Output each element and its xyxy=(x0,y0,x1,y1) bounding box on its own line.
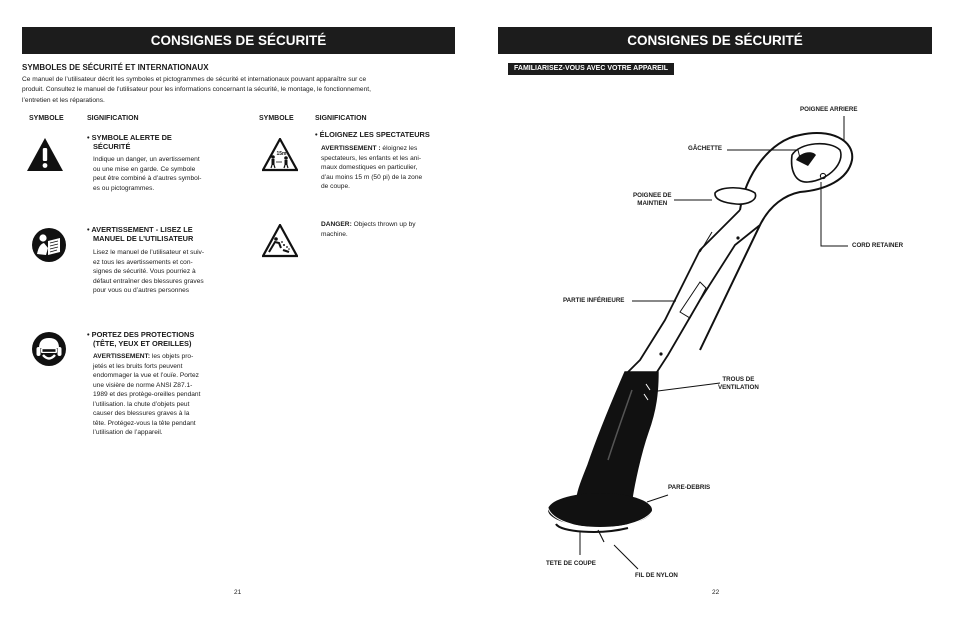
entry-body-line: AVERTISSEMENT: les objets pro- xyxy=(93,352,200,362)
entry-body-text: les objets pro- xyxy=(150,353,194,360)
intro-line: produit. Consultez le manuel de l’utilis… xyxy=(22,86,371,94)
entry-title-line: • ÉLOIGNEZ LES SPECTATEURS xyxy=(315,130,430,139)
head-protection-icon xyxy=(31,331,67,367)
entry-body-line: une visière de norme ANSI Z87.1- xyxy=(93,381,193,389)
label-line: VENTILATION xyxy=(718,384,759,391)
entry-body-line: défaut entraîner des blessures graves xyxy=(93,277,204,285)
warning-triangle-icon xyxy=(26,136,64,174)
entry-body-line: ou une mise en garde. Ce symbole xyxy=(93,165,196,173)
page-number-right: 22 xyxy=(712,589,720,596)
label-line: POIGNEE DE xyxy=(633,192,672,199)
entry-title-line: • AVERTISSEMENT - LISEZ LE xyxy=(87,225,193,234)
page-banner-right: CONSIGNES DE SÉCURITÉ xyxy=(498,27,932,54)
label-cutting-head: TETE DE COUPE xyxy=(546,560,596,567)
column-header-symbole: SYMBOLE xyxy=(29,115,64,122)
entry-body-line: ez tous les avertissements et con- xyxy=(93,258,193,266)
label-lower-part: PARTIE INFÉRIEURE xyxy=(563,297,625,304)
entry-title-protection: • PORTEZ DES PROTECTIONS (TÊTE, YEUX ET … xyxy=(87,330,194,348)
entry-body-line: causer des blessures graves à la xyxy=(93,410,190,417)
entry-body-line: l’utilisation. la chute d’objets peut xyxy=(93,400,190,408)
page-banner-left: CONSIGNES DE SÉCURITÉ xyxy=(22,27,455,54)
entry-body-read-manual: Lisez le manuel de l’utilisateur et suiv… xyxy=(93,248,204,296)
warning-label: AVERTISSEMENT: xyxy=(93,353,151,360)
entry-body-line: endommager la vue et l’ouïe. Portez xyxy=(93,372,199,379)
entry-body-thrown-objects: DANGER: Objects thrown up by machine. xyxy=(321,220,416,239)
entry-body-protection: AVERTISSEMENT: les objets pro- jetés et … xyxy=(93,352,200,438)
column-header-symbole-2: SYMBOLE xyxy=(259,115,294,122)
intro-line: l’entretien et les réparations. xyxy=(22,96,105,104)
entry-body-line: pour vous ou d’autres personnes xyxy=(93,287,190,294)
intro-paragraph: Ce manuel de l’utilisateur décrit les sy… xyxy=(22,75,447,106)
entry-body-alert: Indique un danger, un avertissement ou u… xyxy=(93,155,202,193)
entry-body-line: AVERTISSEMENT : éloignez les xyxy=(321,144,422,154)
distance-label: 15m xyxy=(277,151,288,157)
column-header-signification-2: SIGNIFICATION xyxy=(315,115,367,122)
entry-title-line: SÉCURITÉ xyxy=(93,142,131,151)
entry-body-bystanders: AVERTISSEMENT : éloignez les spectateurs… xyxy=(321,144,422,192)
entry-body-line: l’utilisation de l’appareil. xyxy=(93,429,163,436)
entry-title-read-manual: • AVERTISSEMENT - LISEZ LE MANUEL DE L’U… xyxy=(87,225,193,243)
entry-body-line: 1989 et des protège-oreilles pendant xyxy=(93,391,201,398)
danger-label: DANGER: xyxy=(321,221,352,228)
entry-title-line: MANUEL DE L’UTILISATEUR xyxy=(93,234,194,243)
entry-body-text: Objects thrown up by xyxy=(351,221,416,228)
entry-title-line: • PORTEZ DES PROTECTIONS xyxy=(87,330,195,339)
intro-line: Ce manuel de l’utilisateur décrit les sy… xyxy=(22,76,367,83)
label-trigger: GÂCHETTE xyxy=(688,145,723,152)
warning-label: AVERTISSEMENT : xyxy=(321,145,381,152)
right-page: CONSIGNES DE SÉCURITÉ 22 xyxy=(477,0,954,618)
bystanders-icon: 15m xyxy=(261,136,299,172)
label-cord-retainer: CORD RETAINER xyxy=(852,242,904,249)
entry-body-line: spectateurs, les enfants et les ani- xyxy=(321,154,422,162)
entry-body-line: machine. xyxy=(321,230,348,238)
entry-body-line: jetés et les bruits forts peuvent xyxy=(93,362,183,370)
entry-title-bystanders: • ÉLOIGNEZ LES SPECTATEURS xyxy=(315,130,430,139)
label-debris-guard: PARE-DEBRIS xyxy=(668,484,711,491)
entry-body-line: DANGER: Objects thrown up by xyxy=(321,220,416,230)
entry-body-line: es ou pictogrammes. xyxy=(93,184,155,192)
read-manual-icon xyxy=(31,227,67,263)
label-front-grip: POIGNEE DE MAINTIEN xyxy=(633,192,672,208)
thrown-objects-icon xyxy=(261,222,299,258)
entry-body-line: peut être combiné à d’autres symbol- xyxy=(93,175,202,182)
entry-title-line: (TÊTE, YEUX ET OREILLES) xyxy=(93,339,192,348)
entry-body-line: d’au moins 15 m (50 pi) de la zone xyxy=(321,173,423,181)
entry-title-line: • SYMBOLE ALERTE DE xyxy=(87,133,172,142)
entry-body-line: tête. Protégez-vous la tête pendant xyxy=(93,419,196,427)
label-nylon-line: FIL DE NYLON xyxy=(635,572,678,579)
label-rear-handle: POIGNEE ARRIERE xyxy=(800,106,858,113)
page-number-left: 21 xyxy=(234,589,242,596)
entry-body-text: éloignez les xyxy=(380,145,418,152)
entry-body-line: maux domestiques en particulier, xyxy=(321,164,418,171)
column-header-signification: SIGNIFICATION xyxy=(87,115,139,122)
entry-body-line: Indique un danger, un avertissement xyxy=(93,156,200,163)
entry-title-alert: • SYMBOLE ALERTE DE SÉCURITÉ xyxy=(87,133,172,151)
entry-body-line: Lisez le manuel de l’utilisateur et suiv… xyxy=(93,249,205,256)
section-title: SYMBOLES DE SÉCURITÉ ET INTERNATIONAUX xyxy=(22,63,209,72)
left-page: CONSIGNES DE SÉCURITÉ SYMBOLES DE SÉCURI… xyxy=(22,27,455,596)
section-tag: FAMILIARISEZ-VOUS AVEC VOTRE APPAREIL xyxy=(508,63,675,75)
entry-body-line: de coupe. xyxy=(321,183,350,190)
label-line: TROUS DE xyxy=(722,376,755,383)
label-line: MAINTIEN xyxy=(637,200,668,207)
label-vent-holes: TROUS DE VENTILATION xyxy=(718,376,759,392)
entry-body-line: signes de sécurité. Vous pourriez à xyxy=(93,268,196,275)
